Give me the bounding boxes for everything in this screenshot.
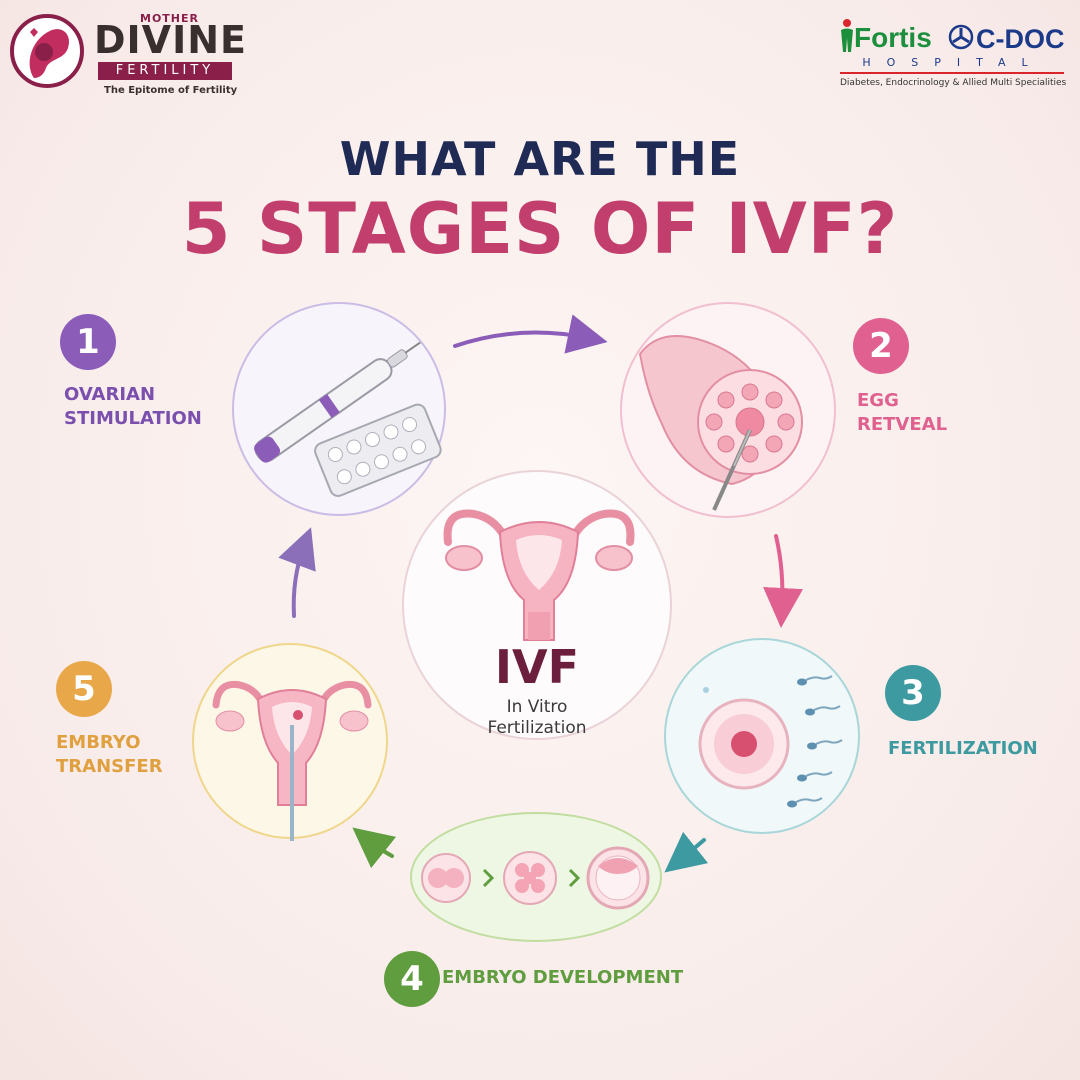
- stage-2-circle: [620, 302, 836, 518]
- stage-4-label: EMBRYO DEVELOPMENT: [442, 967, 684, 988]
- stage-1-badge: 1: [60, 314, 116, 370]
- fortis-figure-icon: [841, 19, 853, 52]
- ovary-follicle-needle-icon: [638, 335, 803, 511]
- center-ivf-subtitle: In Vitro Fertilization: [402, 697, 672, 739]
- stage-1-label-line-2: STIMULATION: [64, 408, 202, 429]
- logo-cdoc-text: C-DOC: [976, 24, 1065, 54]
- arrow-5-to-1: [278, 527, 316, 618]
- stage-2-label: EGG RETVEAL: [857, 389, 947, 437]
- logo-fertility-text: FERTILITY: [98, 62, 232, 80]
- uterus-catheter-icon: [212, 680, 372, 841]
- stage-5-badge: 5: [56, 661, 112, 717]
- logo-mother-text: MOTHER: [140, 12, 199, 25]
- arrow-1-to-2: [453, 314, 608, 354]
- heading-line-2: 5 STAGES OF IVF?: [181, 188, 899, 270]
- logo-divider: [840, 72, 1064, 74]
- stage-2-badge: 2: [853, 318, 909, 374]
- arrow-4-to-5: [352, 827, 397, 869]
- logo-hospital-text: HOSPITAL: [862, 56, 1044, 69]
- center-ivf-subtitle-line-1: In Vitro: [506, 697, 568, 717]
- stage-2-label-line-1: EGG: [857, 390, 899, 411]
- center-ivf-subtitle-line-2: Fertilization: [487, 718, 587, 738]
- uterus-icon: [443, 509, 635, 641]
- fortis-cdoc-logo: Fortis C-DOC HOSPITAL Diabetes, Endocrin…: [838, 12, 1070, 92]
- center-ivf-title: IVF: [494, 640, 580, 694]
- stage-3-badge: 3: [885, 665, 941, 721]
- heading-line-1: WHAT ARE THE: [339, 132, 741, 186]
- injection-pen-and-pills-icon: [254, 341, 442, 497]
- stage-1-label: OVARIAN STIMULATION: [64, 383, 202, 431]
- cdoc-emblem-icon: [948, 24, 974, 50]
- logo-tagline: The Epitome of Fertility: [104, 85, 238, 96]
- stage-4-badge: 4: [384, 951, 440, 1007]
- mother-child-logo-icon: [10, 14, 84, 88]
- center-ivf-circle: [402, 470, 672, 740]
- stage-5-label-line-1: EMBRYO: [56, 732, 141, 753]
- stage-4-circle: [410, 812, 662, 942]
- stage-1-circle: [232, 302, 446, 516]
- stage-5-label-line-2: TRANSFER: [56, 756, 163, 777]
- stage-3-label: FERTILIZATION: [888, 738, 1038, 759]
- stage-5-label: EMBRYO TRANSFER: [56, 731, 163, 779]
- stage-1-label-line-1: OVARIAN: [64, 384, 156, 405]
- mother-divine-fertility-logo: MOTHER DIVINE FERTILITY The Epitome of F…: [10, 12, 246, 96]
- arrow-2-to-3: [763, 534, 804, 628]
- stage-2-label-line-2: RETVEAL: [857, 414, 948, 435]
- stage-3-circle: [664, 638, 860, 834]
- logo-fortis-text: Fortis: [854, 22, 932, 53]
- arrow-3-to-4: [664, 831, 709, 873]
- stage-5-circle: [192, 643, 388, 841]
- egg-and-sperm-icon: [698, 675, 843, 808]
- logo-specialities-text: Diabetes, Endocrinology & Allied Multi S…: [840, 78, 1067, 88]
- embryo-cell-division-icon: [421, 846, 650, 910]
- logo-divine-text: DIVINE: [94, 18, 247, 62]
